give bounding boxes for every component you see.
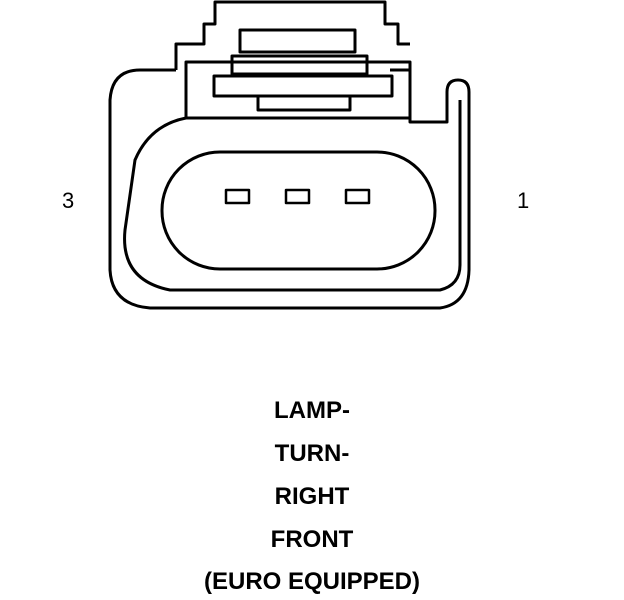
caption-line: LAMP-: [274, 397, 350, 424]
latch-top-bar: [238, 28, 357, 54]
connector-housing-outer: [108, 68, 471, 310]
connector-housing-inner: [123, 100, 462, 292]
caption-line: RIGHT: [274, 483, 350, 510]
latch-top-body: [174, 0, 410, 70]
pin-2: [284, 188, 311, 205]
pin-label-right: 1: [517, 188, 530, 213]
pin-label-left: 3: [62, 188, 75, 213]
latch-middle-bar: [230, 54, 369, 76]
terminal-cavity: [160, 150, 437, 271]
latch-lower-bar: [212, 74, 394, 98]
connector-diagram: [108, 0, 471, 310]
latch-base-bar: [184, 60, 412, 120]
caption-line: TURN-: [274, 440, 350, 467]
caption-line: FRONT: [270, 526, 354, 553]
latch-tab: [256, 94, 352, 112]
caption-line: (EURO EQUIPPED): [203, 568, 421, 595]
pin-1: [344, 188, 371, 205]
pin-3: [224, 188, 251, 205]
